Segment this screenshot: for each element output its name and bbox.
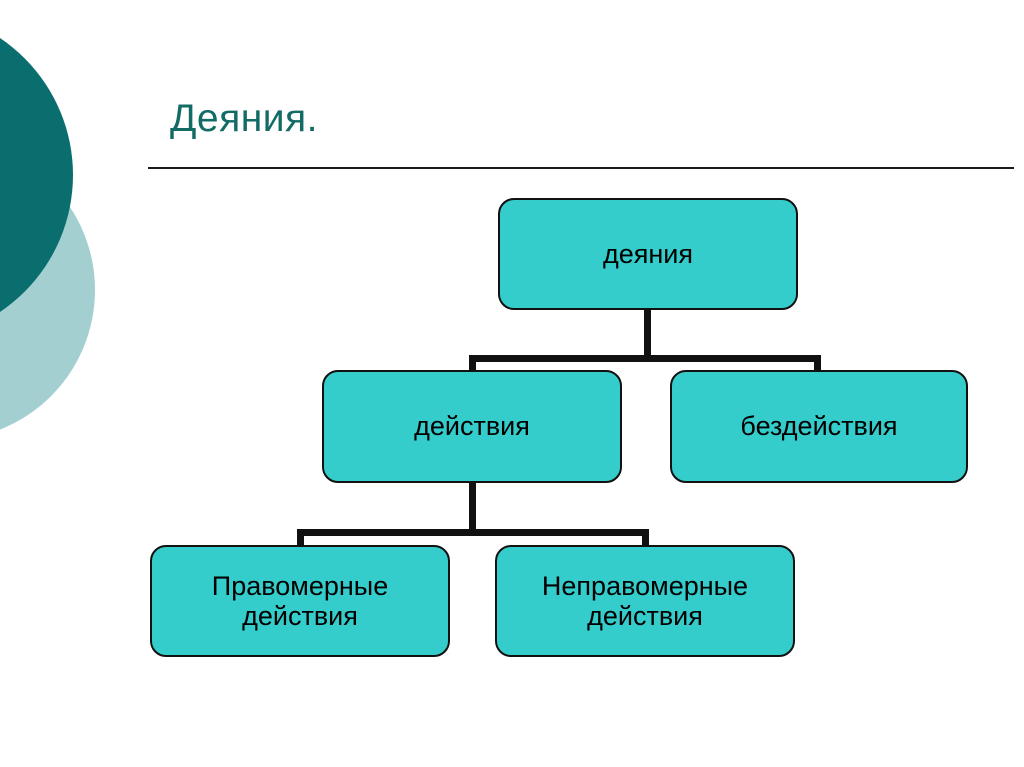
connector-action-horizontal-bar (297, 529, 649, 536)
diagram-node-action[interactable]: действия (322, 370, 622, 483)
diagram-node-inaction[interactable]: бездействия (670, 370, 968, 483)
diagram-node-label: действия (414, 411, 530, 442)
connector-action-drop-left (297, 529, 304, 547)
diagram-node-label: бездействия (740, 411, 898, 442)
connector-action-drop-right (642, 529, 649, 547)
connector-root-stem (644, 310, 651, 362)
diagram-node-label: Правомерные действия (211, 570, 389, 631)
slide-title: Деяния. (170, 97, 318, 140)
diagram-node-lawful-actions[interactable]: Правомерные действия (150, 545, 450, 657)
title-divider-rule (148, 167, 1014, 169)
connector-root-drop-right (814, 355, 821, 373)
connector-action-stem (469, 483, 476, 533)
diagram-node-label: Неправомерные действия (541, 570, 749, 631)
diagram-node-unlawful-actions[interactable]: Неправомерные действия (495, 545, 795, 657)
connector-root-drop-left (469, 355, 476, 373)
diagram-node-label: деяния (602, 238, 693, 269)
diagram-node-root[interactable]: деяния (498, 198, 798, 310)
connector-root-horizontal-bar (469, 355, 821, 362)
